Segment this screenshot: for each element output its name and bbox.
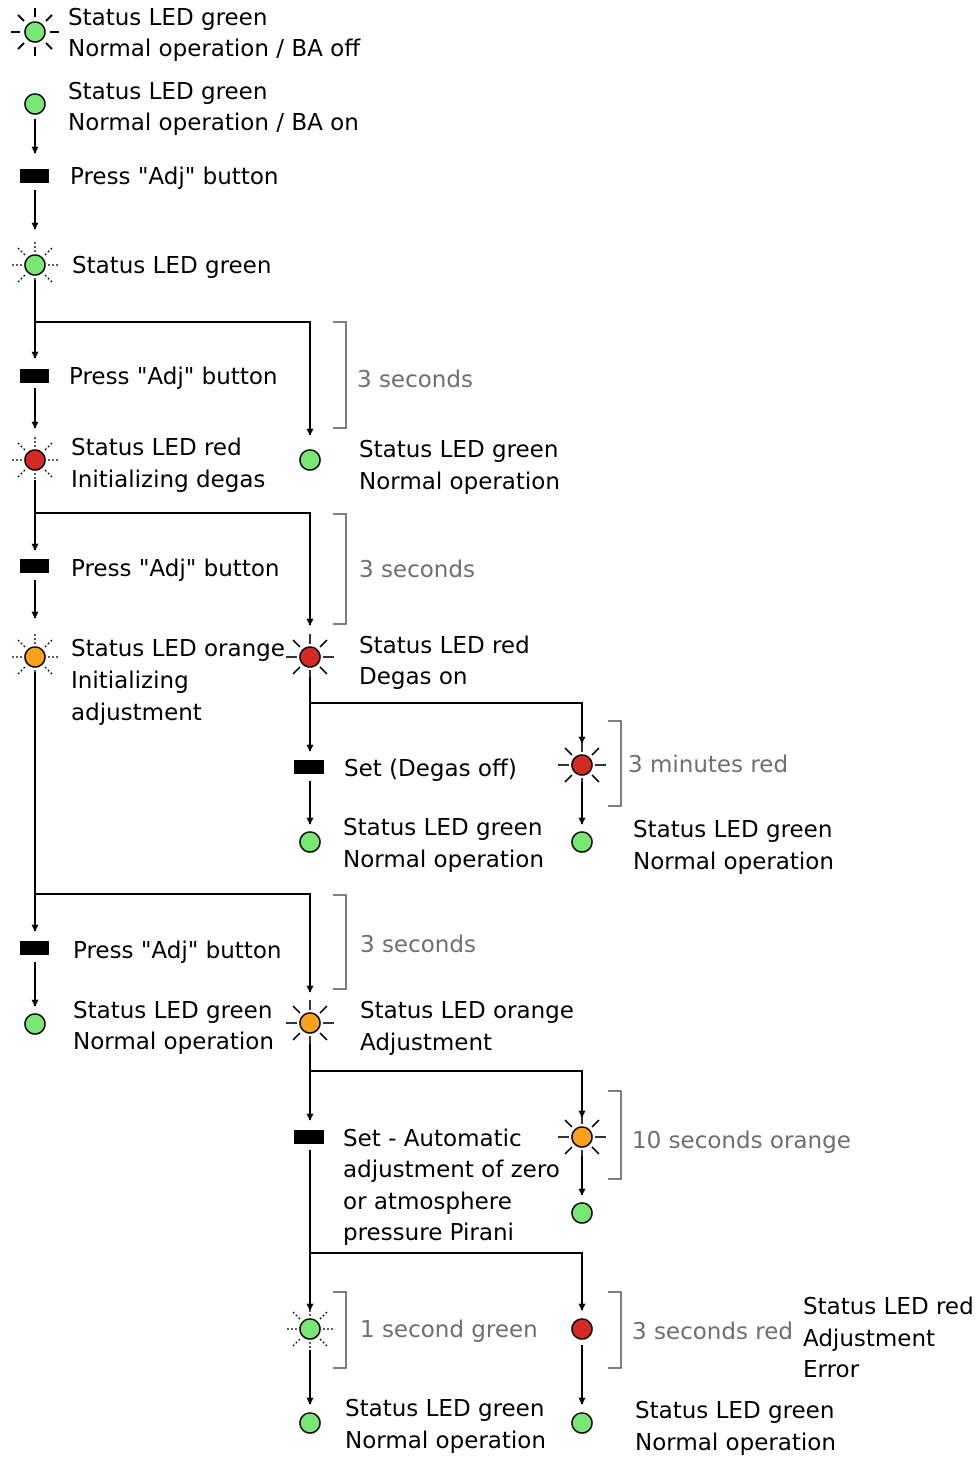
led-green [571,831,593,853]
timing-label: 3 minutes red [628,752,788,778]
led-green [299,831,321,853]
connector [35,512,314,626]
flow-connectors [31,119,586,1405]
timing-bracket [333,1291,347,1369]
connector [35,893,314,993]
connector [310,1070,586,1118]
state-label: Status LED orange [360,998,574,1024]
state-label: Normal operation / BA on [68,110,359,136]
led-green-flashing [24,254,46,276]
led-green [571,1202,593,1224]
action-label: Set (Degas off) [344,756,517,782]
timing-bracket [608,720,622,807]
action-label: adjustment of zero [343,1157,560,1183]
state-label: Normal operation [633,849,834,875]
action-label: pressure Pirani [343,1220,514,1246]
adj-button-icon [20,169,49,183]
state-label: adjustment [71,700,202,726]
button-symbols [20,169,324,1144]
led-green-blinking [24,21,46,43]
state-label: Status LED red [359,633,530,659]
state-label: Status LED green [68,5,267,31]
timing-label: 1 second green [360,1317,538,1343]
led-red-flashing [24,449,46,471]
timing-bracket [333,894,347,990]
adj-button-icon [20,559,49,573]
state-label: Normal operation [73,1029,274,1055]
action-label: Press "Adj" button [71,556,280,582]
action-label: Press "Adj" button [73,938,282,964]
state-label: Error [803,1357,860,1383]
state-label: Status LED green [359,437,558,463]
state-label: Status LED red [71,435,242,461]
set-button-icon [294,1130,324,1144]
connector [35,321,314,436]
state-label: Degas on [359,664,468,690]
led-green [299,449,321,471]
action-label: or atmosphere [343,1189,512,1215]
state-label: Status LED red [803,1294,974,1320]
led-orange-blinking [571,1126,593,1148]
state-label: Status LED green [345,1396,544,1422]
timing-label: 3 seconds [357,367,473,393]
action-label: Press "Adj" button [70,164,279,190]
state-label: Initializing degas [71,467,265,493]
led-red [571,1318,593,1340]
state-label: Normal operation [359,469,560,495]
state-label: Normal operation [635,1430,836,1456]
action-label: Press "Adj" button [69,364,278,390]
state-label: Normal operation / BA off [68,36,361,62]
led-orange-blinking [299,1012,321,1034]
set-button-icon [294,760,324,774]
timing-bracket [608,1291,622,1369]
led-blinking-green-solid-rays [11,8,59,56]
led-green [299,1412,321,1434]
connector [310,702,586,744]
led-green-flashing [299,1318,321,1340]
state-label: Normal operation [343,847,544,873]
timing-bracket [333,321,347,429]
led-blinking-rays [286,634,606,1160]
led-flashing-rays [11,241,334,1353]
state-label: Initializing [71,668,189,694]
state-label: Status LED green [343,815,542,841]
timing-label: 3 seconds [360,932,476,958]
state-label: Status LED green [68,79,267,105]
state-label: Status LED green [633,817,832,843]
adj-button-icon [20,369,49,383]
state-label: Adjustment [803,1326,935,1352]
led-red-blinking [571,754,593,776]
led-red-blinking [299,646,321,668]
timing-label: 10 seconds orange [632,1128,851,1154]
timing-label: 3 seconds red [632,1319,793,1345]
led-green [24,93,46,115]
timing-bracket [608,1090,622,1180]
connector [310,1252,586,1311]
state-label: Status LED green [72,253,271,279]
state-label: Status LED green [635,1398,834,1424]
timing-bracket [333,513,347,625]
adj-button-icon [20,941,49,955]
led-indicators [24,21,593,1434]
state-label: Status LED orange [71,636,285,662]
timing-brackets [333,321,622,1369]
state-label: Normal operation [345,1428,546,1454]
action-label: Set - Automatic [343,1126,522,1152]
state-labels: Status LED green Normal operation / BA o… [68,5,974,1456]
led-orange-flashing [24,646,46,668]
state-label: Status LED green [73,998,272,1024]
led-green [24,1013,46,1035]
led-green [571,1412,593,1434]
timing-label: 3 seconds [359,557,475,583]
state-label: Adjustment [360,1030,492,1056]
